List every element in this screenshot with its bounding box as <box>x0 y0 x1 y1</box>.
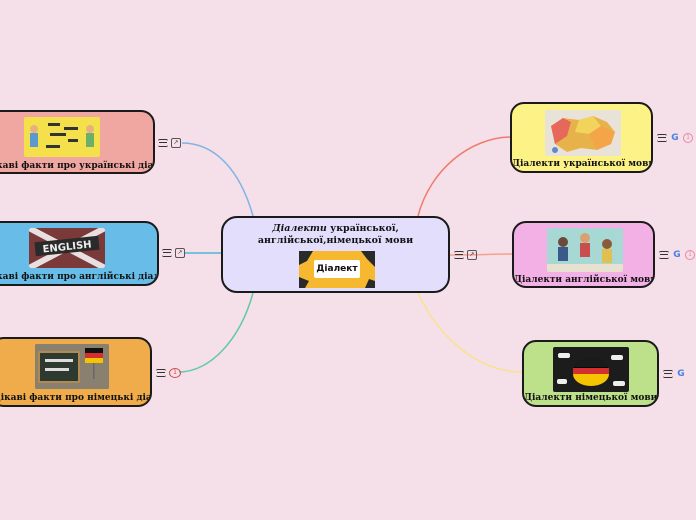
menu-icon[interactable] <box>162 249 172 257</box>
node-label: Діалекти німецької мови <box>524 393 658 403</box>
menu-icon[interactable] <box>663 370 673 378</box>
node-label: Діалекти української мови <box>512 159 653 169</box>
link-right-3 <box>417 292 523 373</box>
google-icon[interactable]: G <box>673 250 681 260</box>
dialekt-label: Діалект <box>314 260 360 278</box>
menu-icon[interactable] <box>659 251 669 259</box>
node-tools: G 1 <box>659 250 695 260</box>
central-topic-tools: ↗ <box>454 250 477 260</box>
link-icon[interactable]: ↗ <box>171 138 181 148</box>
counter-badge-icon[interactable]: 1 <box>685 250 695 260</box>
node-ukrainian-dialects[interactable]: Діалекти української мови <box>510 102 653 173</box>
central-topic-title: Діалекти української, англійської,німець… <box>257 223 414 246</box>
english-dialect-people-image <box>547 228 623 272</box>
node-ukrainian-facts[interactable]: Цікаві факти про українські діалекти <box>0 110 155 174</box>
german-dialect-flag-image <box>553 347 629 392</box>
central-topic[interactable]: Діалекти української, англійської,німець… <box>221 216 450 293</box>
link-left-3 <box>178 292 254 373</box>
node-label: Цікаві факти про німецькі діалекти <box>0 393 152 403</box>
node-tools: ↗ <box>162 248 185 258</box>
ukraine-dialect-map-image <box>545 110 621 156</box>
menu-icon[interactable] <box>156 369 166 377</box>
link-left-1 <box>181 142 254 217</box>
menu-icon[interactable] <box>657 134 667 142</box>
counter-badge-icon[interactable]: 1 <box>683 133 693 143</box>
english-facts-image: ENGLISH <box>29 228 105 268</box>
node-label: Діалекти англійської мови <box>514 275 655 285</box>
link-right-1 <box>417 136 513 217</box>
node-label: Цікаві факти про українські діалекти <box>0 161 154 171</box>
node-tools: G <box>663 369 686 379</box>
dialekt-image: Діалект <box>299 251 375 288</box>
node-tools: G 1 <box>657 133 693 143</box>
google-icon[interactable]: G <box>671 133 679 143</box>
node-english-dialects[interactable]: Діалекти англійської мови <box>512 221 655 288</box>
google-icon[interactable]: G <box>677 369 685 379</box>
menu-icon[interactable] <box>158 139 168 147</box>
node-german-facts[interactable]: Цікаві факти про німецькі діалекти <box>0 337 152 407</box>
menu-icon[interactable] <box>454 251 464 259</box>
node-tools: ↗ <box>158 138 181 148</box>
link-icon[interactable]: ↗ <box>175 248 185 258</box>
node-tools: 1 <box>156 368 181 378</box>
counter-badge-icon[interactable]: 1 <box>169 368 181 378</box>
german-facts-image <box>35 344 109 389</box>
ukrainian-facts-image <box>24 117 100 157</box>
node-english-facts[interactable]: ENGLISH Цікаві факти про англійські діал… <box>0 221 159 286</box>
link-icon[interactable]: ↗ <box>467 250 477 260</box>
node-label: Цікаві факти про англійські діалекти <box>0 272 159 282</box>
node-german-dialects[interactable]: Діалекти німецької мови <box>522 340 659 407</box>
svg-text:ENGLISH: ENGLISH <box>42 239 92 255</box>
